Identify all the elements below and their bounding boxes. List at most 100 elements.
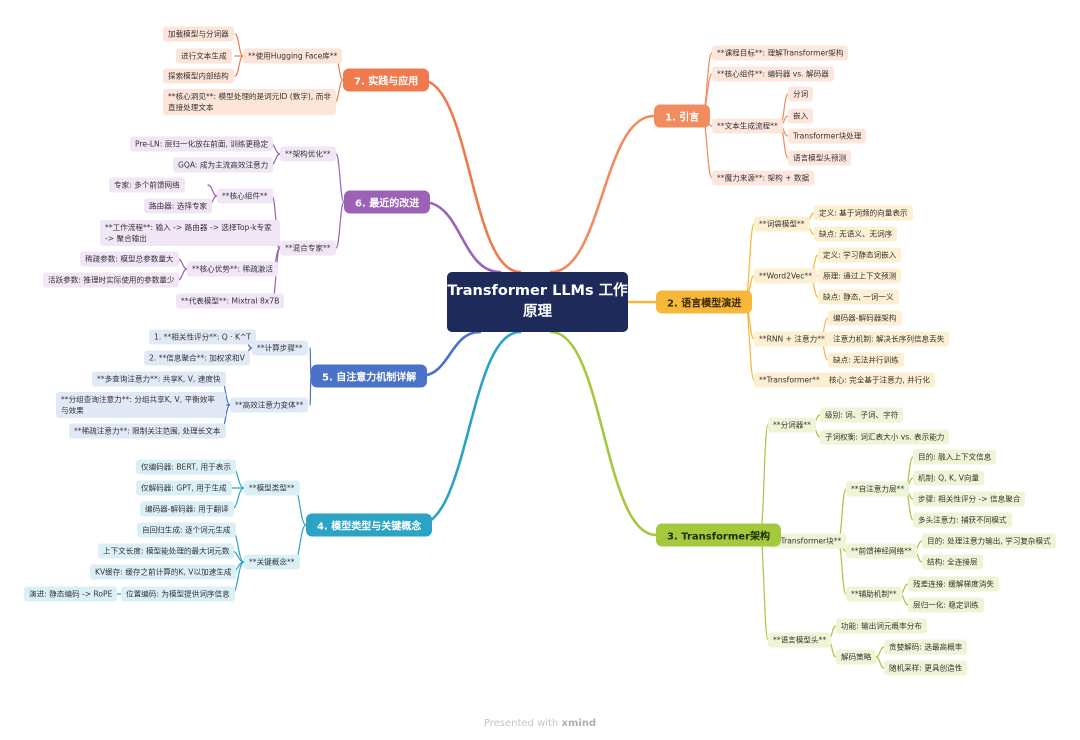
b1-p3[interactable]: Transformer块处理 [788,128,867,144]
connector [231,487,245,510]
b3-tok-1[interactable]: 级别: 词、子词、字符 [820,407,904,423]
b1-process[interactable]: **文本生成流程** [712,118,783,134]
b4-k4[interactable]: 位置编码: 为模型提供词序信息 [121,586,235,602]
b3-ff-1[interactable]: 目的: 处理注意力输出, 学习复杂模式 [922,533,1056,549]
b5-e2[interactable]: **分组查询注意力**: 分组共享K, V, 平衡效率与效果 [56,392,226,418]
b3-tokenizer[interactable]: **分词器** [768,417,816,433]
b3-block[interactable]: **Transformer块** [768,533,847,549]
b2-w2v-pri[interactable]: 原理: 通过上下文预测 [818,268,902,284]
b2-w2v[interactable]: **Word2Vec** [754,268,817,284]
b2-bow-def[interactable]: 定义: 基于词频的向量表示 [814,205,913,221]
b2-bow-con[interactable]: 缺点: 无语义、无词序 [814,226,898,242]
b1-p2[interactable]: 嵌入 [788,108,814,124]
b3-ff-2[interactable]: 结构: 全连接层 [922,554,983,570]
connector [309,375,312,406]
b2-w2v-con[interactable]: 缺点: 静态, 一词一义 [818,289,899,305]
b1-goal[interactable]: **课程目标**: 理解Transformer架构 [712,45,849,61]
b4-key[interactable]: **关键概念** [244,554,300,570]
branch-2-evolution[interactable]: 2. 语言模型演进 [656,290,753,314]
b3-sa-1[interactable]: 目的: 融入上下文信息 [913,449,997,465]
b6-rep[interactable]: **代表模型**: Mixtral 8x7B [176,293,285,309]
b1-p1[interactable]: 分词 [788,86,814,102]
b3-head-1[interactable]: 功能: 输出词元概率分布 [836,618,927,634]
b5-e3[interactable]: **稀疏注意力**: 限制关注范围, 处理长文本 [69,423,226,439]
b3-decoding[interactable]: 解码策略 [836,649,877,665]
b1-power[interactable]: **魔力来源**: 架构 + 数据 [712,170,815,186]
watermark: Presented with xmind [0,718,1080,729]
b3-self-attn[interactable]: **自注意力层** [846,481,910,497]
connector [759,424,769,536]
b3-aux[interactable]: **辅助机制** [846,586,902,602]
b4-k1[interactable]: 自回归生成: 逐个词元生成 [137,522,236,538]
b7-insight[interactable]: **核心洞见**: 模型处理的是词元ID (数字), 而非直接处理文本 [163,89,336,115]
b6-moe[interactable]: **混合专家** [280,240,336,256]
b4-t3[interactable]: 编码器-解码器: 用于翻译 [140,501,234,517]
connector [549,114,656,274]
branch-5-self-attention[interactable]: 5. 自注意力机制详解 [311,364,428,388]
b3-sa-4[interactable]: 多头注意力: 捕获不同模式 [913,512,1012,528]
b3-sa-2[interactable]: 机制: Q, K, V向量 [913,470,985,486]
b2-rnn-3[interactable]: 缺点: 无法并行训练 [828,352,904,368]
central-topic[interactable]: Transformer LLMs 工作原理 [447,272,628,332]
connector [234,33,244,57]
b2-w2v-def[interactable]: 定义: 学习静态词嵌入 [818,247,902,263]
b3-dec-1[interactable]: 贪婪解码: 选最高概率 [884,639,968,655]
connector [334,79,344,103]
branch-3-architecture[interactable]: 3. Transformer架构 [656,523,781,547]
b4-k2[interactable]: 上下文长度: 模型能处理的最大词元数 [98,543,235,559]
connector [421,200,502,274]
connector [177,258,188,270]
connector [759,534,769,641]
b7-h1[interactable]: 加载模型与分词器 [163,26,234,42]
b6-c2[interactable]: 路由器: 选择专家 [144,198,213,214]
b6-adv2[interactable]: 活跃参数: 推理时实际使用的参数量少 [43,272,180,288]
b3-tok-2[interactable]: 子词权衡: 词汇表大小 vs. 表示能力 [820,429,950,445]
b4-t1[interactable]: 仅编码器: BERT, 用于表示 [136,459,236,475]
b7-h3[interactable]: 探索模型内部结构 [163,68,234,84]
b5-steps[interactable]: **计算步骤** [252,340,308,356]
b6-flow[interactable]: **工作流程**: 输入 -> 路由器 -> 选择Top-k专家 -> 聚合输出 [100,220,280,246]
watermark-brand: xmind [561,718,597,729]
b2-rnn-2[interactable]: 注意力机制: 解决长序列信息丢失 [828,331,950,347]
connector [418,330,482,378]
b2-tf-core[interactable]: 核心: 完全基于注意力, 并行化 [824,372,935,388]
b2-rnn-1[interactable]: 编码器-解码器架构 [828,310,902,326]
b1-p4[interactable]: 语言模型头预测 [788,150,852,166]
b5-s2[interactable]: 2. **信息聚合**: 加权求和V [144,350,250,366]
b4-k4-sub[interactable]: 演进: 静态编码 -> RoPE [24,586,118,602]
connector [744,301,755,381]
connector [419,78,522,274]
branch-1-intro[interactable]: 1. 引言 [654,104,711,128]
branch-6-improvements[interactable]: 6. 最近的改进 [344,190,431,214]
b5-efficient[interactable]: **高效注意力变体** [230,397,309,413]
b3-lm-head[interactable]: **语言模型头** [768,632,832,648]
b2-bow[interactable]: **词袋模型** [754,216,810,232]
b2-rnn[interactable]: **RNN + 注意力** [754,331,830,347]
b6-adv1[interactable]: 稀疏参数: 模型总参数量大 [80,251,179,267]
b5-e1[interactable]: **多查询注意力**: 共享K, V, 速度快 [92,371,226,387]
b3-ffn[interactable]: **前馈神经网络** [846,543,917,559]
b6-a1[interactable]: Pre-LN: 层归一化放在前面, 训练更稳定 [130,136,274,152]
b6-arch[interactable]: **架构优化** [280,146,336,162]
b1-components[interactable]: **核心组件**: 编码器 vs. 解码器 [712,66,834,82]
b6-adv[interactable]: **核心优势**: 稀疏激活 [187,261,278,277]
b6-c1[interactable]: 专家: 多个前馈网络 [109,177,185,193]
branch-4-model-types[interactable]: 4. 模型类型与关键概念 [306,513,433,537]
b4-types[interactable]: **模型类型** [244,480,300,496]
b4-k3[interactable]: KV缓存: 缓存之前计算的K, V以加速生成 [90,564,237,580]
b6-a2[interactable]: GQA: 成为主流高效注意力 [173,157,274,173]
b4-t2[interactable]: 仅解码器: GPT, 用于生成 [136,480,232,496]
b3-dec-2[interactable]: 随机采样: 更具创造性 [884,660,968,676]
branch-7-practice[interactable]: 7. 实践与应用 [343,68,430,92]
b3-sa-3[interactable]: 步骤: 相关性评分 -> 信息聚合 [913,491,1026,507]
b3-aux-1[interactable]: 残差连接: 缓解梯度消失 [908,576,999,592]
connector [335,201,345,249]
b6-core[interactable]: **核心组件** [217,188,273,204]
b3-aux-2[interactable]: 层归一化: 稳定训练 [908,597,984,613]
connector [837,540,847,595]
b2-tf[interactable]: **Transformer** [754,372,825,388]
b7-h2[interactable]: 进行文本生成 [176,48,232,64]
connector [875,656,885,669]
b7-hf[interactable]: **使用Hugging Face库** [243,48,343,64]
b5-s1[interactable]: 1. **相关性评分**: Q · K^T [149,329,256,345]
